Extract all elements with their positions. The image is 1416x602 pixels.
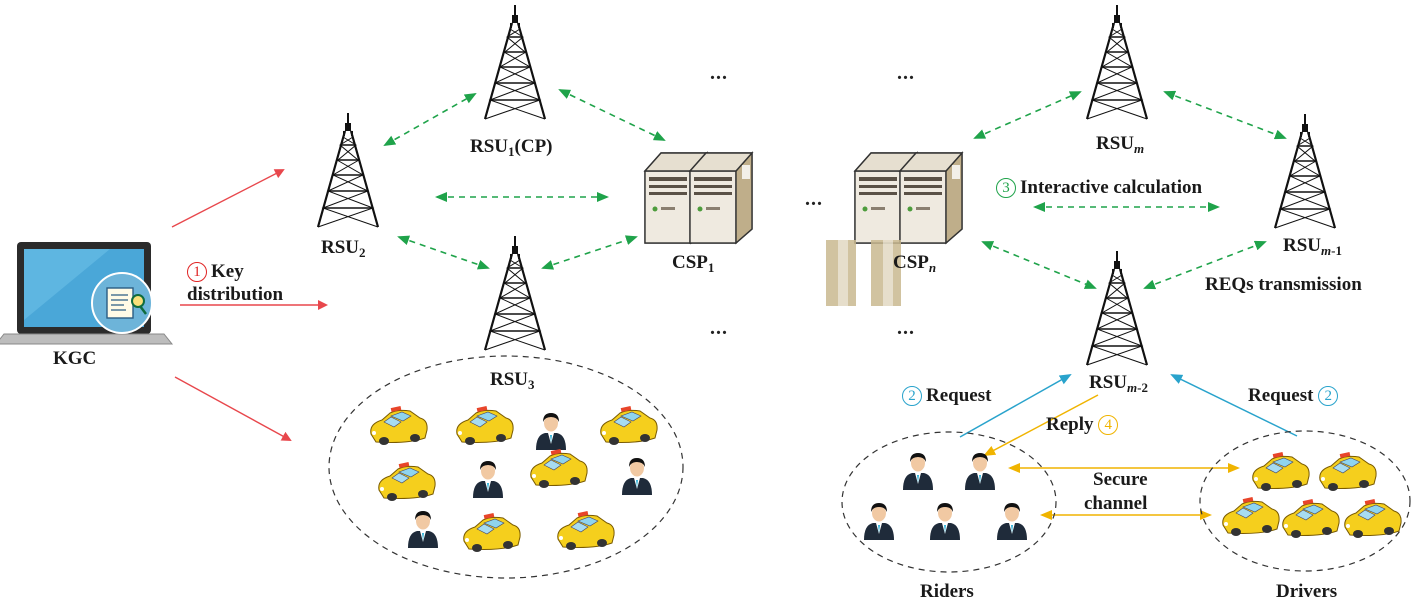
cspn-label: CSPn bbox=[893, 252, 937, 275]
person-icon bbox=[903, 453, 933, 490]
taxi-icon bbox=[378, 461, 436, 502]
drivers-group bbox=[1222, 451, 1402, 539]
reqs-transmission-label: REQs transmission bbox=[1205, 274, 1362, 295]
taxi-icon bbox=[1282, 498, 1340, 539]
person-icon bbox=[473, 461, 503, 498]
person-icon bbox=[930, 503, 960, 540]
taxi-icon bbox=[1252, 451, 1310, 492]
reply-arrow bbox=[983, 394, 1099, 456]
person-icon bbox=[997, 503, 1027, 540]
person-icon bbox=[408, 511, 438, 548]
rsum-tower-icon bbox=[1085, 3, 1149, 121]
rsu2-label: RSU2 bbox=[321, 237, 366, 260]
rsu1-label: RSU1(CP) bbox=[470, 136, 553, 159]
step1-number: 1 bbox=[187, 262, 207, 282]
rider-request-arrow bbox=[959, 374, 1072, 438]
driver-request-label: Request 2 bbox=[1248, 386, 1342, 406]
key-distribution-arrow-rsu2 bbox=[171, 169, 285, 228]
link-rsum-rsum1 bbox=[1163, 90, 1287, 140]
rsum-label: RSUm bbox=[1096, 133, 1145, 156]
vehicle-cluster-ellipse bbox=[328, 355, 684, 579]
ellipsis-bottom-left: ... bbox=[710, 317, 728, 339]
rsu2-tower-icon bbox=[316, 111, 380, 229]
secure-label: Secure bbox=[1093, 469, 1148, 490]
person-icon bbox=[965, 453, 995, 490]
rsum1-tower-icon bbox=[1273, 112, 1337, 230]
link-rsu3-csp1 bbox=[541, 235, 638, 270]
taxi-icon bbox=[600, 405, 658, 446]
csp1-server-icon bbox=[644, 152, 753, 244]
taxi-icon bbox=[463, 512, 521, 553]
taxi-icon bbox=[1319, 451, 1377, 492]
rsu1-tower-icon bbox=[483, 3, 547, 121]
person-icon bbox=[622, 458, 652, 495]
person-icon bbox=[536, 413, 566, 450]
step1-line1: Key bbox=[211, 261, 244, 282]
ellipsis-top-right: ... bbox=[897, 62, 915, 84]
person-icon bbox=[864, 503, 894, 540]
taxi-icon bbox=[456, 405, 514, 446]
shadow-block bbox=[871, 240, 901, 306]
rsu3-tower-icon bbox=[483, 234, 547, 352]
kgc-label: KGC bbox=[53, 348, 97, 369]
driver-request-arrow bbox=[1170, 374, 1298, 437]
rsum1-label: RSUm-1 bbox=[1283, 235, 1342, 258]
link-rsu2-rsu1 bbox=[383, 93, 477, 146]
vehicle-cluster bbox=[370, 405, 658, 553]
rsum2-tower-icon bbox=[1085, 249, 1149, 367]
rsum2-label: RSUm-2 bbox=[1089, 372, 1148, 395]
csp1-label: CSP1 bbox=[672, 252, 715, 275]
ellipsis-top-left: ... bbox=[710, 62, 728, 84]
ellipsis-bottom-right: ... bbox=[897, 317, 915, 339]
channel-label: channel bbox=[1084, 493, 1148, 514]
link-cspn-rsum2 bbox=[981, 241, 1097, 289]
reply-label: Reply 4 bbox=[1046, 415, 1122, 435]
taxi-icon bbox=[370, 405, 428, 446]
riders-group bbox=[864, 453, 1027, 540]
drivers-ellipse bbox=[1199, 430, 1411, 572]
riders-ellipse bbox=[841, 431, 1057, 573]
ellipsis-middle: ... bbox=[805, 188, 823, 210]
key-distribution-arrow-vehicles bbox=[174, 376, 292, 441]
taxi-icon bbox=[557, 510, 615, 551]
riders-label: Riders bbox=[920, 581, 974, 602]
kgc-laptop-icon bbox=[0, 242, 174, 345]
link-rsu2-rsu3 bbox=[397, 235, 490, 270]
taxi-icon bbox=[1344, 498, 1402, 539]
link-rsu1-csp1 bbox=[558, 89, 666, 141]
rsu3-label: RSU3 bbox=[490, 369, 535, 392]
cspn-server-icon bbox=[854, 152, 963, 244]
taxi-icon bbox=[1222, 496, 1280, 537]
shadow-block bbox=[826, 240, 856, 306]
taxi-icon bbox=[530, 448, 588, 489]
link-cspn-rsum bbox=[973, 91, 1082, 139]
drivers-label: Drivers bbox=[1276, 581, 1338, 602]
step1-distribution-label: distribution bbox=[187, 284, 284, 305]
